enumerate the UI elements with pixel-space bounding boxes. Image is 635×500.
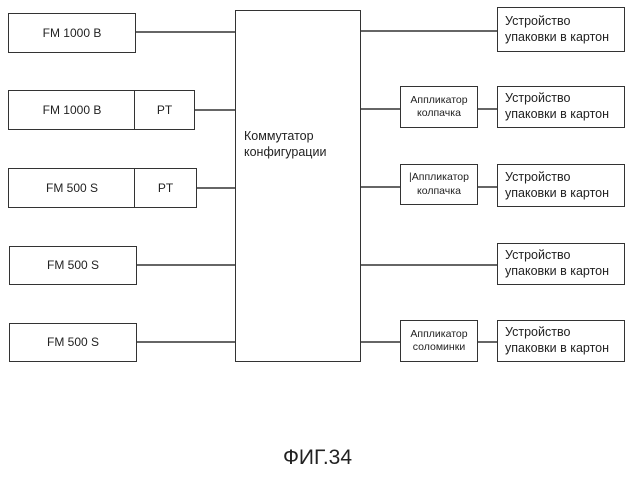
- switch-label: Коммутаторконфигурации: [244, 128, 326, 161]
- switch-line2: конфигурации: [244, 144, 326, 160]
- carton-packer-box: Устройствоупаковки в картон: [497, 243, 625, 285]
- packer-line2: упаковки в картон: [505, 341, 609, 357]
- source-label: FM 500 S: [46, 181, 98, 196]
- configuration-switch-box: [235, 10, 361, 362]
- applicator-line2: соломинки: [410, 341, 467, 354]
- applicator-line2: колпачка: [410, 107, 467, 120]
- packer-line1: Устройство: [505, 248, 609, 264]
- source-box: FM 500 S: [9, 323, 137, 362]
- source-box: FM 500 S: [8, 168, 136, 208]
- cap-applicator-box: Аппликаторколпачка: [400, 86, 478, 128]
- packer-line2: упаковки в картон: [505, 186, 609, 202]
- pt-module-box: PT: [134, 90, 195, 130]
- source-label: FM 500 S: [47, 335, 99, 350]
- source-box: FM 1000 B: [8, 90, 136, 130]
- applicator-line1: Аппликатор: [410, 94, 467, 107]
- source-label: FM 500 S: [47, 258, 99, 273]
- straw-applicator-box: Аппликаторсоломинки: [400, 320, 478, 362]
- packer-line1: Устройство: [505, 91, 609, 107]
- carton-packer-box: Устройствоупаковки в картон: [497, 86, 625, 128]
- switch-line1: Коммутатор: [244, 128, 326, 144]
- applicator-line2: колпачка: [409, 185, 469, 198]
- pt-module-box: PT: [134, 168, 197, 208]
- pt-label: PT: [158, 181, 173, 196]
- carton-packer-box: Устройствоупаковки в картон: [497, 164, 625, 207]
- figure-caption: ФИГ.34: [0, 446, 635, 470]
- cap-applicator-box: |Аппликаторколпачка: [400, 164, 478, 205]
- packer-line2: упаковки в картон: [505, 30, 609, 46]
- applicator-line1: Аппликатор: [410, 328, 467, 341]
- packer-line1: Устройство: [505, 14, 609, 30]
- packer-line2: упаковки в картон: [505, 264, 609, 280]
- carton-packer-box: Устройствоупаковки в картон: [497, 320, 625, 362]
- packer-line2: упаковки в картон: [505, 107, 609, 123]
- packer-line1: Устройство: [505, 325, 609, 341]
- pt-label: PT: [157, 103, 172, 118]
- source-label: FM 1000 B: [43, 103, 102, 118]
- carton-packer-box: Устройствоупаковки в картон: [497, 7, 625, 52]
- applicator-line1: |Аппликатор: [409, 171, 469, 184]
- source-label: FM 1000 B: [43, 26, 102, 41]
- source-box: FM 1000 B: [8, 13, 136, 53]
- source-box: FM 500 S: [9, 246, 137, 285]
- packer-line1: Устройство: [505, 170, 609, 186]
